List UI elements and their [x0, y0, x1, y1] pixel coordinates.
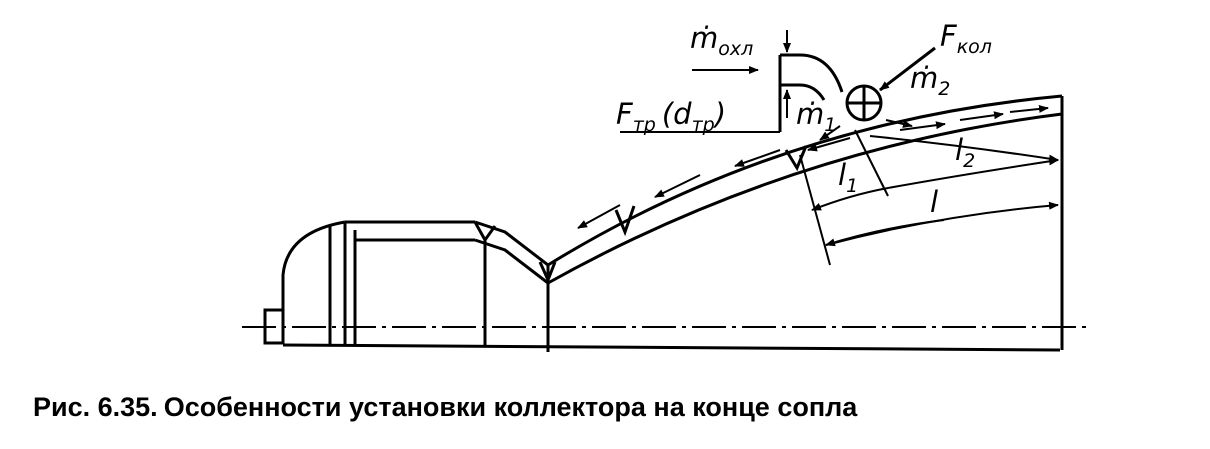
nozzle-wall [547, 94, 1064, 350]
dim-l2 [869, 135, 1059, 163]
nozzle-body [263, 220, 1061, 352]
label-f-col: Fкол [940, 19, 992, 58]
label-m2: ṁ2 [910, 61, 950, 100]
f-col-arrow [879, 46, 936, 92]
v-support-1 [473, 221, 497, 243]
supply-tube [780, 53, 844, 93]
label-m1: ṁ1 [796, 97, 836, 136]
label-l1: l1 [838, 158, 858, 197]
v-support-4 [784, 145, 808, 172]
m1-arrow [819, 125, 841, 141]
m2-arrow [885, 119, 913, 128]
front-dome [281, 220, 346, 343]
figure-caption: Рис. 6.35.Особенности установки коллекто… [33, 392, 1183, 423]
label-l2: l2 [955, 133, 975, 172]
flow-arrows [577, 104, 1049, 229]
inner-liner [474, 220, 549, 267]
dim-l [825, 201, 1059, 246]
label-f-tube: Fтр(dтр) [616, 97, 726, 136]
collector [778, 53, 883, 132]
v-support-3 [614, 205, 636, 237]
dim-l1 [811, 187, 889, 211]
caption-number: Рис. 6.35. [33, 392, 158, 422]
caption-text: Особенности установки коллектора на конц… [163, 392, 858, 422]
v-support-2 [538, 261, 557, 284]
dimension-lines [799, 129, 1059, 266]
label-l: l [930, 185, 938, 219]
label-m-cool: ṁохл [690, 21, 753, 60]
